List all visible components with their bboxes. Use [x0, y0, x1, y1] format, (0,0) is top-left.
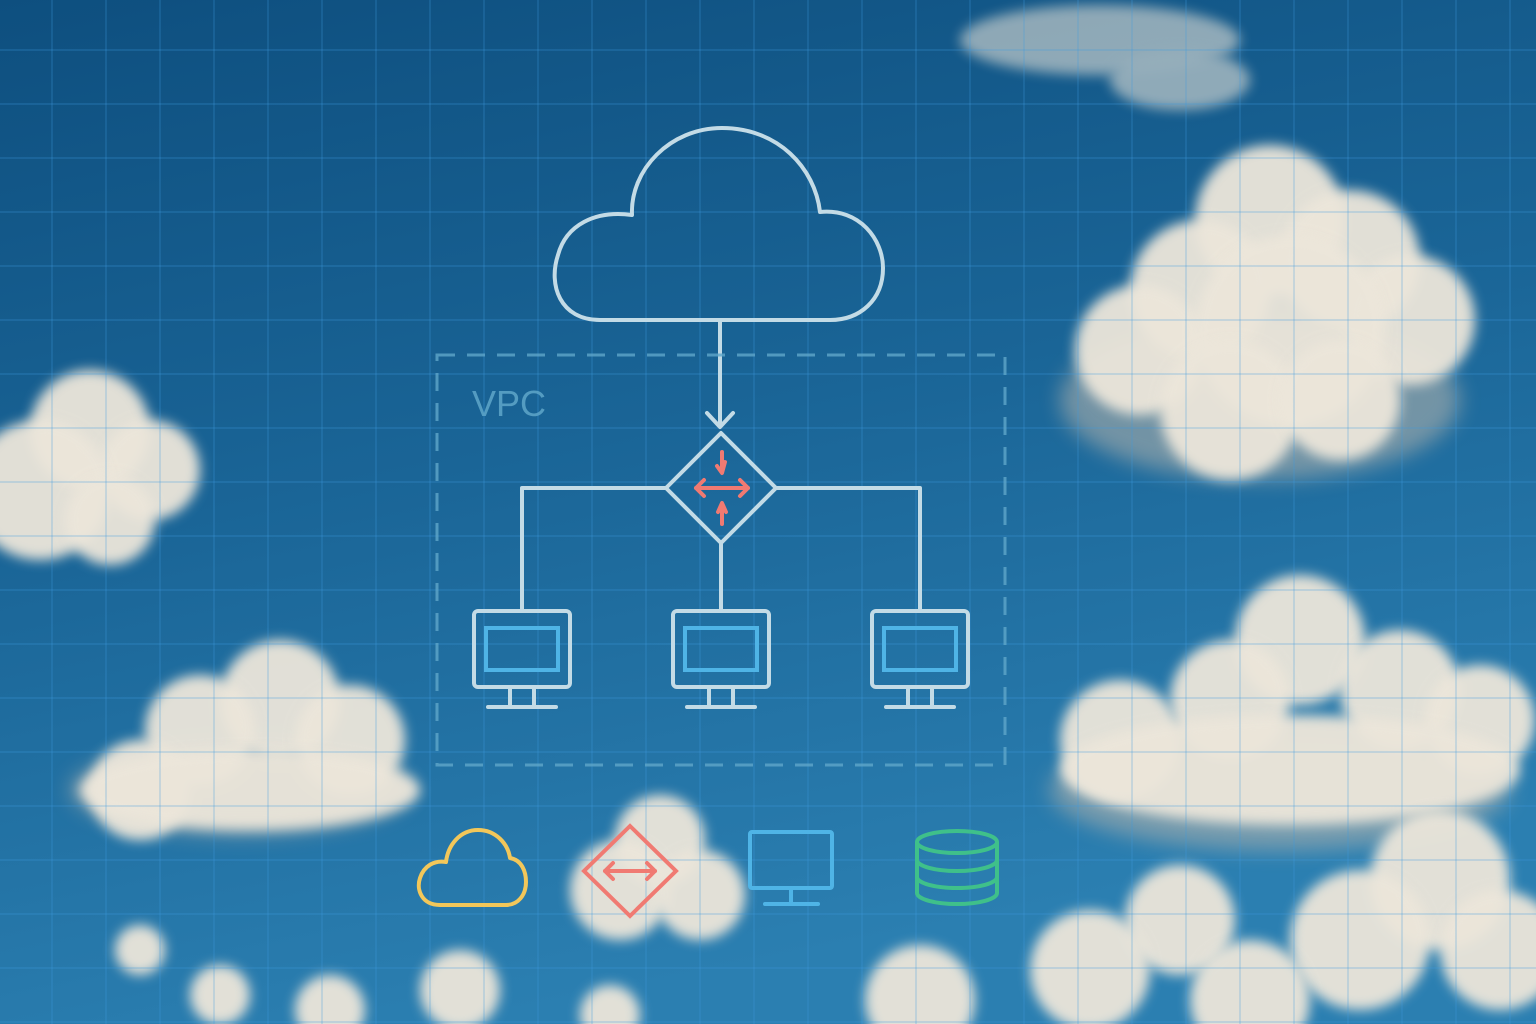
vpc-boundary	[435, 353, 1007, 767]
database-icon	[915, 829, 999, 906]
instance-3	[870, 609, 970, 709]
cloud-lower-left	[70, 640, 420, 840]
connector-cloud-to-router	[705, 320, 735, 429]
cloud-left	[0, 370, 200, 565]
legend	[416, 823, 999, 919]
background-clouds	[0, 5, 1536, 1024]
vpc-label: VPC	[472, 383, 546, 424]
cloud-right-upper	[1060, 145, 1475, 480]
router-connectors	[520, 486, 922, 612]
router-arrows-icon	[694, 450, 750, 526]
monitor-icon	[748, 830, 834, 906]
internet-cloud	[552, 126, 885, 322]
cloud-lower-right	[865, 575, 1536, 1024]
instance-1	[472, 609, 572, 709]
cloud-icon	[416, 828, 528, 907]
cloud-bottom	[115, 795, 745, 1024]
instance-2	[671, 609, 771, 709]
router-icon	[581, 823, 679, 919]
